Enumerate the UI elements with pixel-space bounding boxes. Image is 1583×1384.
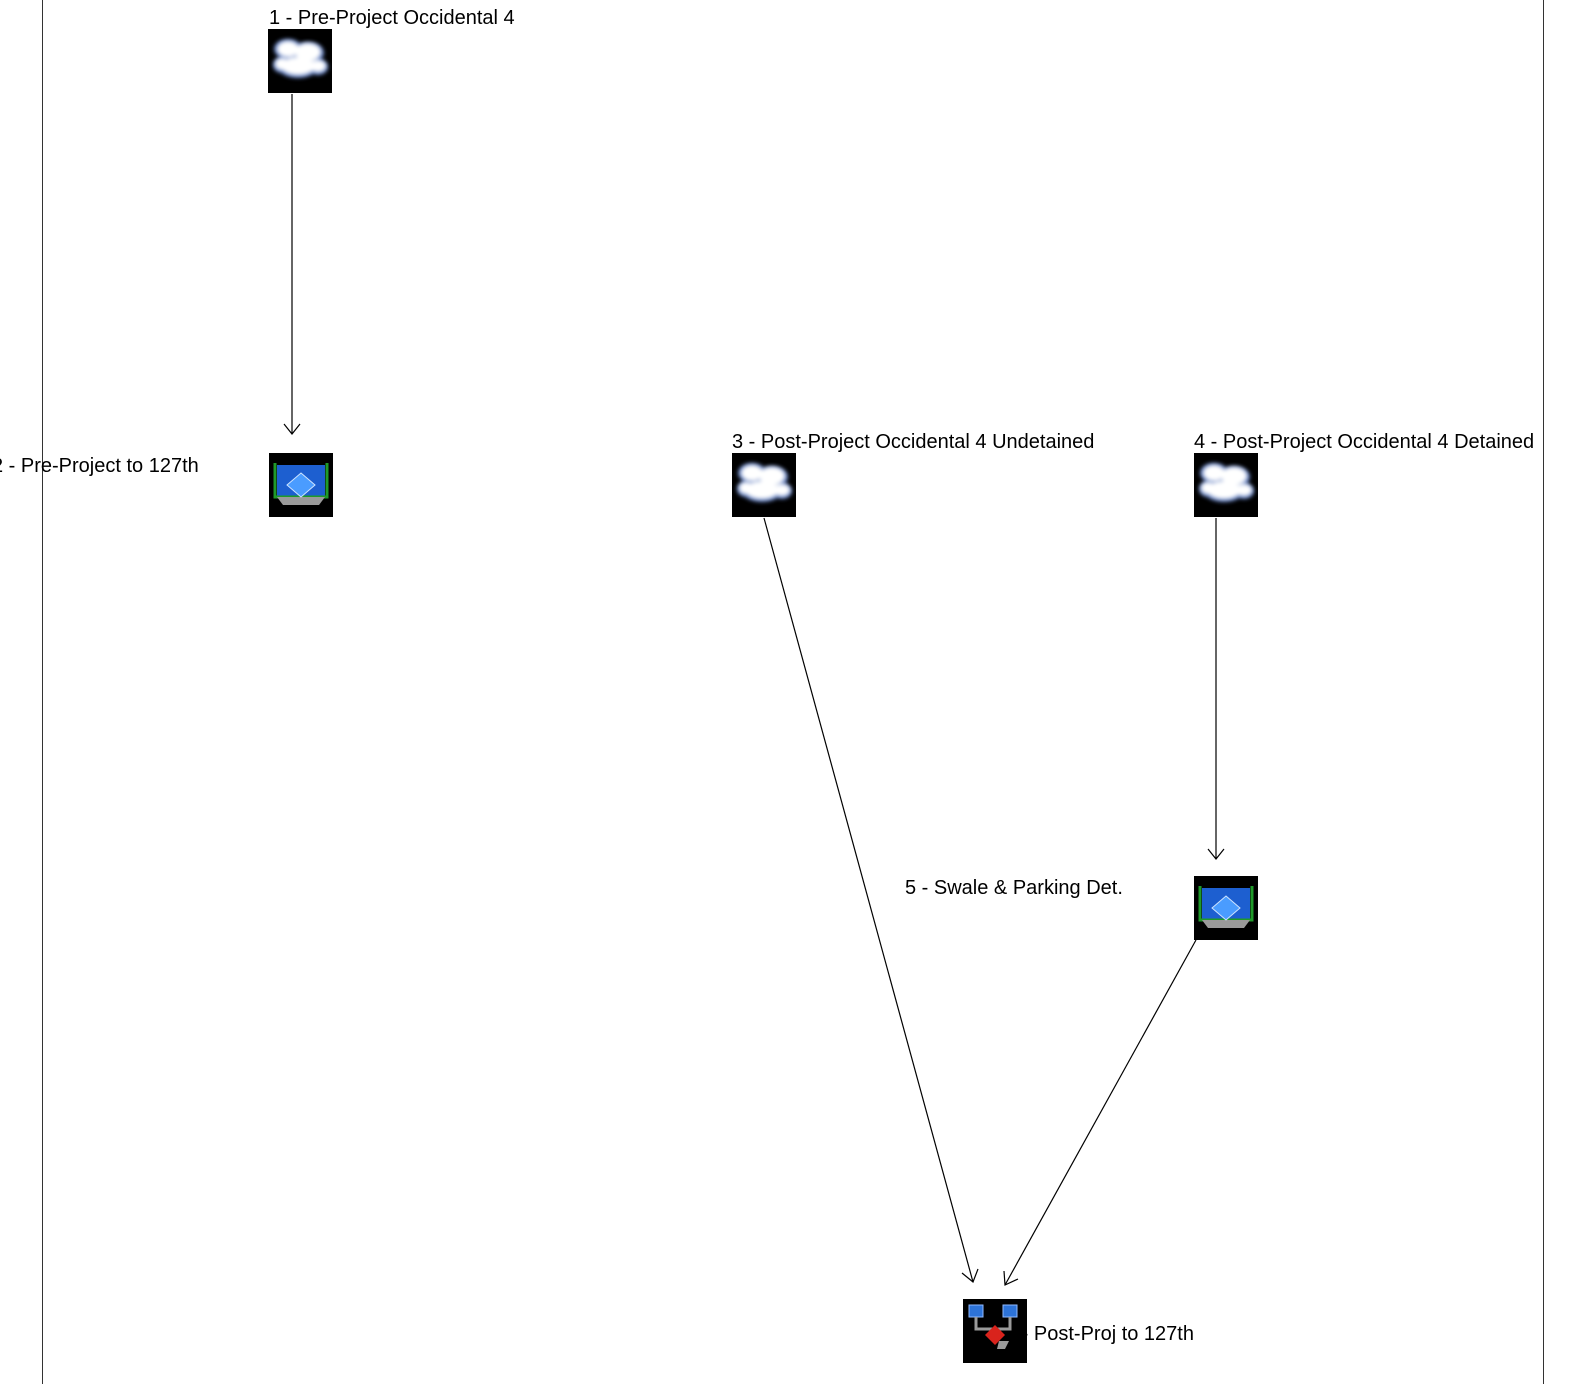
node-2-label: 2 - Pre-Project to 127th — [0, 455, 199, 477]
node-6-label: 6 - Post-Proj to 127th — [1005, 1323, 1194, 1345]
edge-3-to-6 — [763, 517, 979, 1283]
node-3-label: 3 - Post-Project Occidental 4 Undetained — [732, 431, 1095, 453]
node-2-pond-icon[interactable] — [269, 453, 333, 517]
node-4-cloud-icon[interactable] — [1194, 453, 1258, 517]
node-1-label: 1 - Pre-Project Occidental 4 — [269, 7, 515, 29]
node-1-cloud-icon[interactable] — [268, 29, 332, 93]
edge-1-to-2 — [283, 94, 301, 435]
edge-4-to-5 — [1207, 518, 1225, 860]
left-border-line — [42, 0, 43, 1384]
edge-5-to-6 — [1003, 939, 1197, 1286]
node-4-label: 4 - Post-Project Occidental 4 Detained — [1194, 431, 1535, 453]
node-5-label: 5 - Swale & Parking Det. — [905, 877, 1123, 899]
node-5-pond-icon[interactable] — [1194, 876, 1258, 940]
right-border-line — [1543, 0, 1544, 1384]
node-6-junction-icon[interactable] — [963, 1299, 1027, 1363]
node-3-cloud-icon[interactable] — [732, 453, 796, 517]
